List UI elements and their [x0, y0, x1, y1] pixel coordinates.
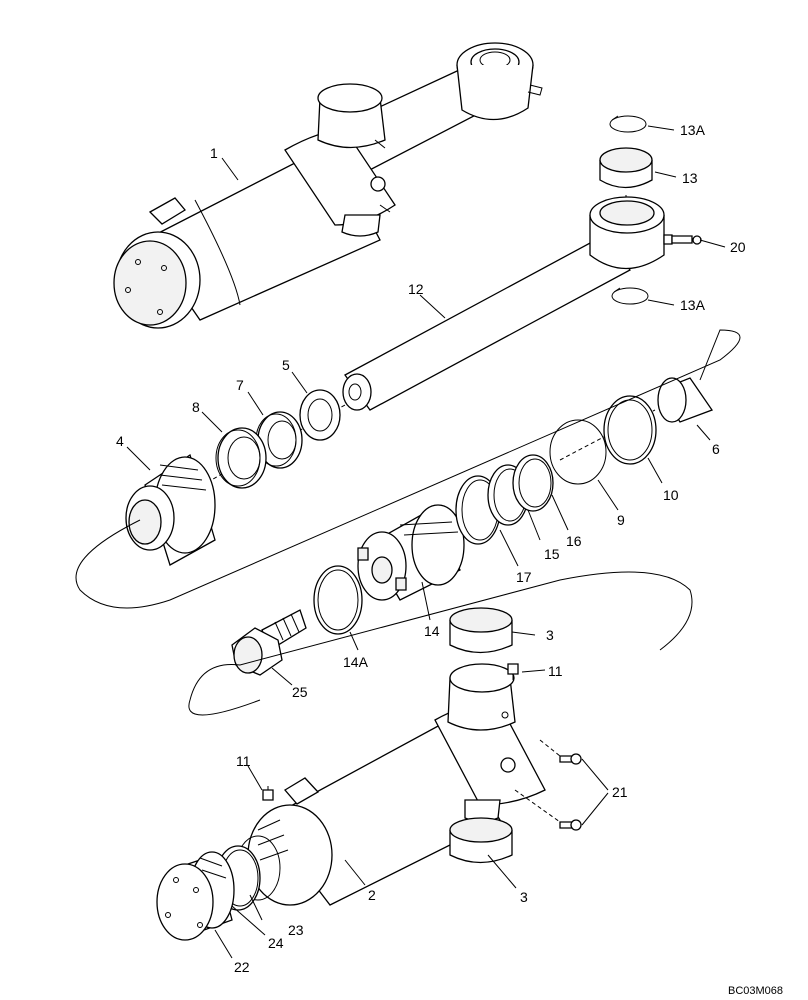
- callout-13A-top: 13A: [680, 122, 706, 138]
- callout-11-lower: 11: [236, 753, 251, 769]
- o-ring-14A: [313, 565, 363, 635]
- seal-8: [215, 427, 267, 489]
- callout-10: 10: [663, 487, 679, 503]
- grease-fitting-11-lower: [262, 786, 274, 801]
- callout-7: 7: [236, 377, 244, 393]
- callout-labels: 1 2 3 3 4 5 6 7 8 9 10 11 11 12 13 13A 1…: [116, 122, 746, 975]
- callout-3-upper: 3: [546, 627, 554, 643]
- plug-21-lower: [514, 789, 582, 831]
- wear-ring-6: [657, 377, 714, 423]
- callout-2: 2: [368, 887, 376, 903]
- piston-rod-12: [342, 196, 665, 411]
- snap-ring-13A-bottom: [611, 287, 649, 305]
- callout-14: 14: [424, 623, 440, 639]
- bushing-13: [599, 147, 653, 189]
- callout-8: 8: [192, 399, 200, 415]
- callout-5: 5: [282, 357, 290, 373]
- callout-11-upper: 11: [548, 663, 563, 679]
- callout-24: 24: [268, 935, 284, 951]
- callout-21: 21: [612, 784, 628, 800]
- piston-14: [357, 504, 465, 601]
- grease-fitting-11-upper: [507, 663, 519, 680]
- callout-9: 9: [617, 512, 625, 528]
- seal-16: [512, 454, 554, 512]
- barrel-part-2: [247, 663, 546, 906]
- head-22: [156, 851, 235, 941]
- cylinder-assembly-part-1: [113, 42, 543, 329]
- callout-1: 1: [210, 145, 218, 161]
- callout-16: 16: [566, 533, 582, 549]
- drawing-code: BC03M068: [728, 985, 783, 997]
- callout-17: 17: [516, 569, 532, 585]
- callout-15: 15: [544, 546, 560, 562]
- snap-ring-13A-top: [609, 115, 647, 133]
- bushing-3-upper: [449, 607, 513, 654]
- callout-14A: 14A: [343, 654, 369, 670]
- callout-13A-bottom: 13A: [680, 297, 706, 313]
- callout-20: 20: [730, 239, 746, 255]
- ring-10: [603, 395, 657, 465]
- wiper-5: [299, 389, 341, 441]
- grease-fitting-20: [663, 234, 702, 245]
- callout-25: 25: [292, 684, 308, 700]
- callout-3-lower: 3: [520, 889, 528, 905]
- plug-21-upper: [539, 739, 582, 765]
- bushing-3-lower: [449, 817, 513, 864]
- callout-4: 4: [116, 433, 124, 449]
- callout-22: 22: [234, 959, 250, 975]
- leader-lines: [126, 125, 726, 959]
- o-ring-9: [549, 419, 607, 485]
- gland-4: [125, 453, 216, 566]
- callout-12: 12: [408, 281, 424, 297]
- callout-13: 13: [682, 170, 698, 186]
- bolt-25: [231, 609, 307, 676]
- callout-6: 6: [712, 441, 720, 457]
- callout-23: 23: [288, 922, 304, 938]
